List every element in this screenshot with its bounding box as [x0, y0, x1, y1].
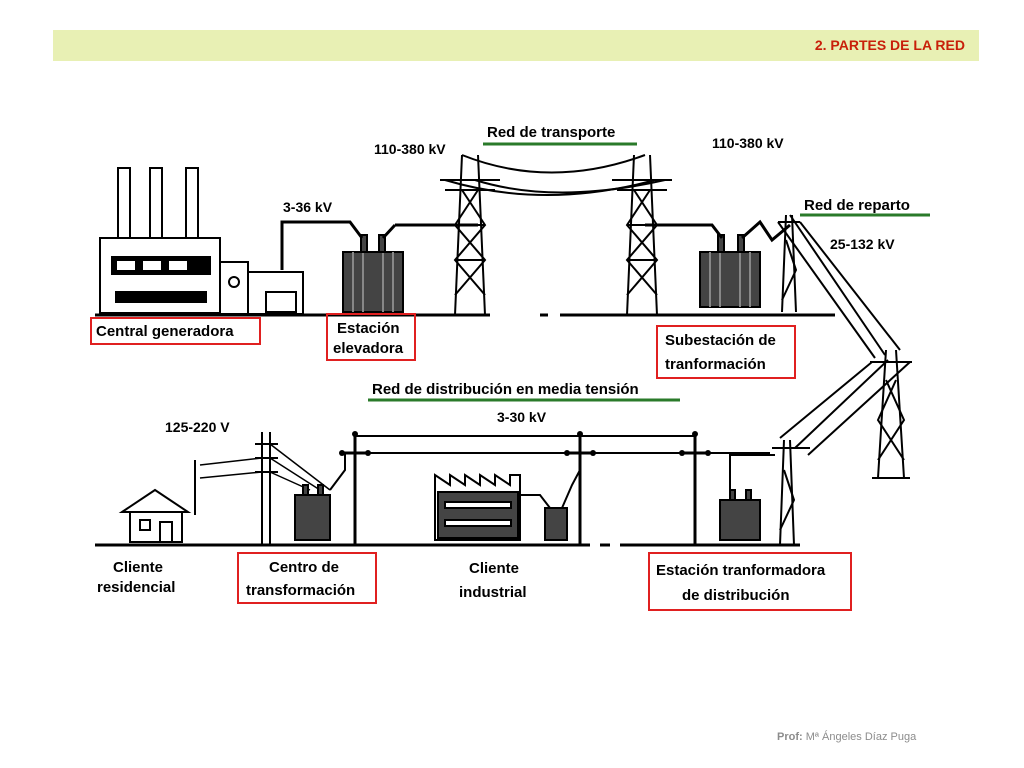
label-cliente-ind-2: industrial	[459, 584, 527, 601]
transformer-icon	[699, 234, 761, 308]
label-subestacion-1: Subestación de	[665, 332, 776, 349]
substation-output-line	[741, 219, 791, 243]
substation-input-line	[645, 223, 724, 239]
voltage-reparto: 25-132 kV	[830, 236, 895, 252]
voltage-baja: 125-220 V	[165, 419, 230, 435]
label-subestacion-2: tranformación	[665, 356, 766, 373]
transport-wires	[444, 154, 666, 196]
footer-author: Mª Ángeles Díaz Puga	[805, 731, 917, 743]
voltage-transport-left: 110-380 kV	[374, 141, 446, 157]
transformer-output-line	[381, 223, 397, 240]
mt-pole-icon	[340, 432, 710, 545]
estacion-dist-box	[648, 552, 852, 611]
label-cliente-res-2: residencial	[97, 579, 175, 596]
transformer-icon	[719, 489, 761, 541]
transmission-tower-icon	[440, 154, 500, 316]
lv-wires	[199, 443, 331, 491]
medium-voltage-lines	[345, 435, 770, 454]
transformer-icon	[342, 234, 404, 313]
generator-feeder-line	[280, 220, 364, 270]
reparto-pole-icon	[778, 214, 800, 313]
lv-pole-icon	[255, 432, 278, 545]
subestacion-box	[656, 325, 796, 379]
centro-box	[237, 552, 377, 604]
label-central: Central generadora	[96, 323, 234, 340]
label-centro-1: Centro de	[269, 559, 339, 576]
label-centro-2: transformación	[246, 582, 355, 599]
footer-prefix: Prof:	[777, 731, 803, 743]
voltage-media: 3-30 kV	[497, 409, 547, 425]
distribution-feed-wires	[779, 359, 911, 456]
slide-title: 2. PARTES DE LA RED	[814, 37, 965, 53]
industrial-building-icon	[434, 473, 521, 541]
transformer-icon	[294, 484, 331, 541]
voltage-transport-right: 110-380 kV	[712, 135, 784, 151]
power-plant-icon	[99, 167, 304, 315]
label-estacion-1: Estación	[337, 320, 400, 337]
house-icon	[118, 460, 196, 543]
section-transport: Red de transporte	[487, 124, 615, 141]
distribution-pole-icon	[772, 439, 810, 546]
transmission-tower-icon	[870, 349, 912, 479]
label-estacion-dist-1: Estación tranformadora	[656, 562, 826, 579]
header-bar: 2. PARTES DE LA RED	[53, 30, 979, 61]
transformer-icon	[544, 507, 568, 541]
central-box	[90, 317, 261, 345]
label-cliente-res-1: Cliente	[113, 559, 163, 576]
label-cliente-ind-1: Cliente	[469, 560, 519, 577]
reparto-wires	[777, 214, 901, 359]
voltage-gen: 3-36 kV	[283, 199, 333, 215]
label-estacion-dist-2: de distribución	[682, 587, 790, 604]
section-reparto: Red de reparto	[804, 197, 910, 214]
transmission-tower-icon	[612, 154, 672, 316]
estacion-box	[326, 313, 416, 361]
label-estacion-2: elevadora	[333, 340, 404, 357]
section-distribucion: Red de distribución en media tensión	[372, 381, 639, 398]
footer-credit: Prof: Mª Ángeles Díaz Puga	[777, 731, 916, 743]
